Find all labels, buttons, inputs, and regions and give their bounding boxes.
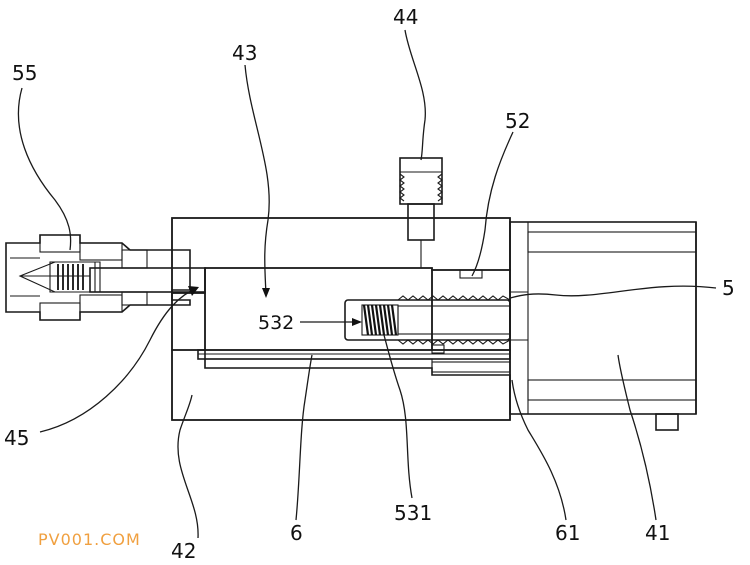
- label-41: 41: [645, 521, 670, 545]
- label-44: 44: [393, 5, 418, 29]
- label-42: 42: [171, 539, 196, 563]
- watermark-text: PV001.COM: [38, 530, 141, 549]
- inlet-fitting: [5, 234, 206, 321]
- top-port: [399, 157, 443, 268]
- label-61: 61: [555, 521, 580, 545]
- right-cylinder: [509, 221, 697, 431]
- label-532: 532: [258, 312, 294, 334]
- screw-assembly: [344, 269, 511, 373]
- label-43: 43: [232, 41, 257, 65]
- leader-lines: [17, 29, 717, 539]
- label-5: 5: [722, 276, 735, 300]
- label-52: 52: [505, 109, 530, 133]
- housing-body: [171, 217, 511, 421]
- label-45: 45: [4, 426, 29, 450]
- label-6: 6: [290, 521, 303, 545]
- bar-6: [197, 349, 511, 369]
- label-55: 55: [12, 61, 37, 85]
- label-531: 531: [394, 501, 432, 525]
